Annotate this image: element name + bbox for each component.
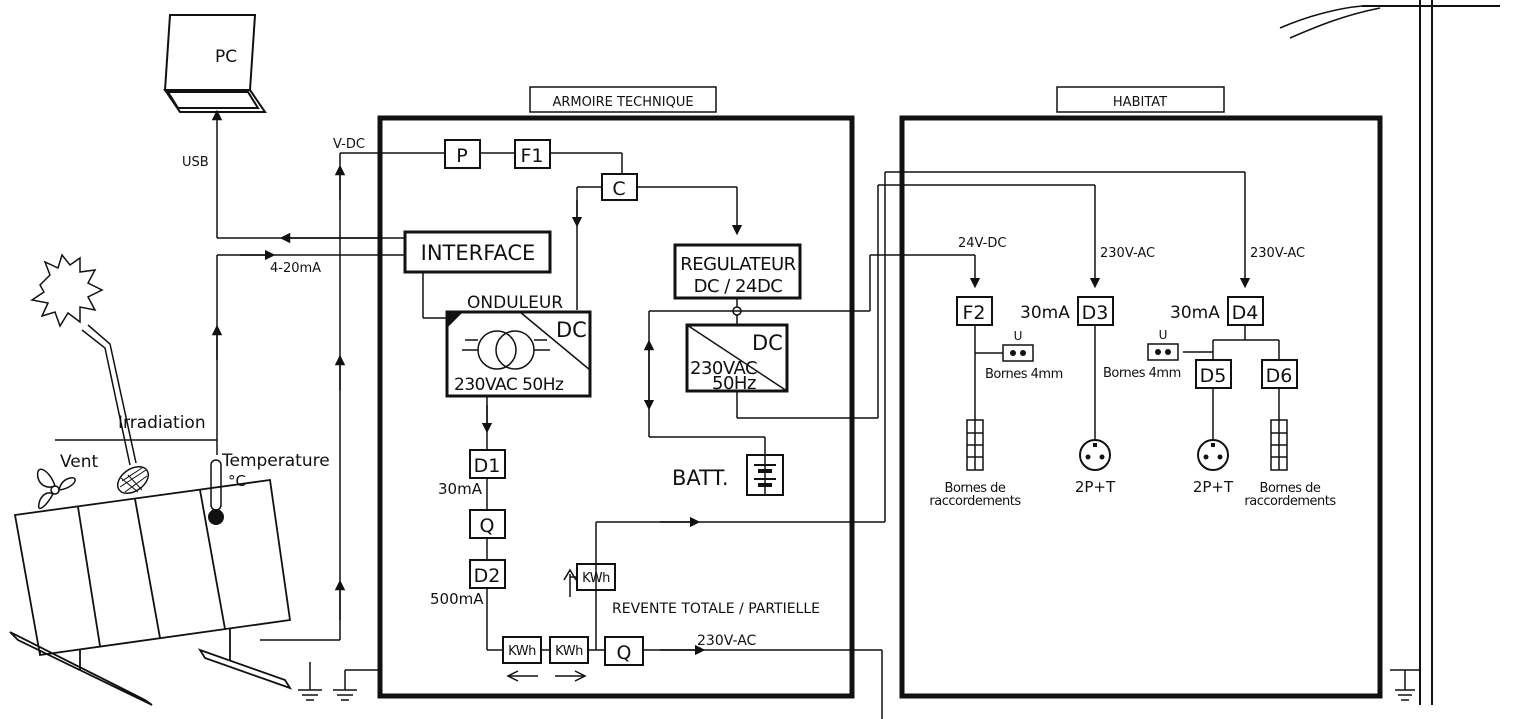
terminal-u1-box[interactable] <box>1002 344 1034 362</box>
irradiation-label: Irradiation <box>118 413 206 433</box>
switch-q2-box[interactable] <box>604 636 644 666</box>
breaker-d4-rating: 30mA <box>1170 303 1220 323</box>
utility-pole-icon <box>1279 0 1500 705</box>
breaker-d4-label: D4 <box>1232 302 1259 324</box>
usb-label: USB <box>182 155 209 170</box>
kwh-meter-label: KWh <box>582 571 610 586</box>
pc-label: PC <box>215 47 237 67</box>
raccordements-1-line2: raccordements <box>929 494 1021 509</box>
fuse-f2-label: F2 <box>962 302 985 324</box>
fuse-f1-label: F1 <box>520 145 543 167</box>
terminal-u2-box[interactable] <box>1147 343 1179 361</box>
breaker-d3-rating: 30mA <box>1020 303 1070 323</box>
terminal-block-icon-1 <box>966 419 984 471</box>
armoire-title: ARMOIRE TECHNIQUE <box>552 95 693 110</box>
raccordements-2-line2: raccordements <box>1244 494 1336 509</box>
wind-sensor-icon <box>36 468 76 510</box>
breaker-d3-label: D3 <box>1082 302 1109 324</box>
terminal-u2-label: U <box>1159 328 1168 342</box>
bornes-4mm-label-1: Bornes 4mm <box>985 367 1063 382</box>
regulateur-line1: REGULATEUR <box>680 254 795 275</box>
switch-q1-label: Q <box>480 515 495 537</box>
wind-label: Vent <box>60 452 99 472</box>
kwh-meter-out-label: KWh <box>508 644 536 659</box>
socket-2-label: 2P+T <box>1193 478 1234 496</box>
kwh-meter-in-label: KWh <box>555 644 583 659</box>
v-dc-label: V-DC <box>333 137 365 152</box>
sun-icon <box>30 253 104 328</box>
habitat-enclosure <box>899 115 1383 699</box>
current-loop-label: 4-20mA <box>270 261 321 276</box>
battery-label: BATT. <box>672 466 729 490</box>
terminal-u1-label: U <box>1014 329 1023 343</box>
ac-branch-2-label: 230V-AC <box>1250 246 1305 261</box>
ac-branch-1-label: 230V-AC <box>1100 246 1155 261</box>
interface-box[interactable] <box>403 230 552 274</box>
dc24-label: 24V-DC <box>958 236 1006 251</box>
onduleur-dc-label: DC <box>556 318 587 342</box>
bornes-4mm-label-2: Bornes 4mm <box>1103 366 1181 381</box>
socket-1-label: 2P+T <box>1075 478 1116 496</box>
pc-laptop-icon <box>163 14 267 113</box>
raccordements-2-line1: Bornes de <box>1260 481 1321 496</box>
solar-panel-array-icon <box>9 478 293 706</box>
protection-p-label: P <box>456 145 467 167</box>
onduleur-label: ONDULEUR <box>467 293 563 313</box>
regulateur-line2: DC / 24DC <box>694 276 783 297</box>
raccordements-1-line1: Bornes de <box>945 481 1006 496</box>
breaker-d5-label: D5 <box>1200 365 1227 387</box>
reg-inverter-ac-label1: 230VAC <box>690 358 757 379</box>
temperature-label: Temperature <box>221 451 330 471</box>
irradiation-sensor-icon <box>81 324 150 495</box>
interface-label: INTERFACE <box>421 241 536 265</box>
breaker-d1-rating: 30mA <box>438 480 483 498</box>
reg-inverter-ac-label2: 50Hz <box>712 373 756 394</box>
reg-inverter-dc-label: DC <box>752 331 783 355</box>
breaker-d6-label: D6 <box>1266 365 1293 387</box>
protection-p-box[interactable] <box>444 139 481 169</box>
revente-label: REVENTE TOTALE / PARTIELLE <box>612 601 820 617</box>
temperature-unit: °C <box>228 472 246 490</box>
breaker-d2-rating: 500mA <box>430 590 484 608</box>
onduleur-ac-label: 230VAC 50Hz <box>454 375 564 395</box>
coupler-c-label: C <box>612 178 625 200</box>
armoire-title-box <box>529 86 717 113</box>
armoire-technique-enclosure <box>377 115 855 699</box>
habitat-title-box <box>1056 86 1225 113</box>
fuse-f1-box[interactable] <box>514 139 551 169</box>
battery-icon <box>754 455 776 495</box>
switch-q2-label: Q <box>617 642 632 664</box>
socket-icon-1 <box>1079 439 1111 471</box>
transformer-icon <box>462 330 550 370</box>
thermometer-icon <box>208 459 224 525</box>
ac-output-label: 230V-AC <box>697 633 757 649</box>
breaker-d2-label: D2 <box>474 565 501 587</box>
flow-direction-arrows <box>506 670 587 682</box>
socket-icon-2 <box>1197 439 1229 471</box>
terminal-block-icon-2 <box>1270 419 1288 471</box>
ground-symbol-icon <box>298 662 378 701</box>
habitat-title: HABITAT <box>1113 95 1167 110</box>
onduleur-box[interactable] <box>445 310 592 398</box>
breaker-d1-label: D1 <box>474 455 501 477</box>
